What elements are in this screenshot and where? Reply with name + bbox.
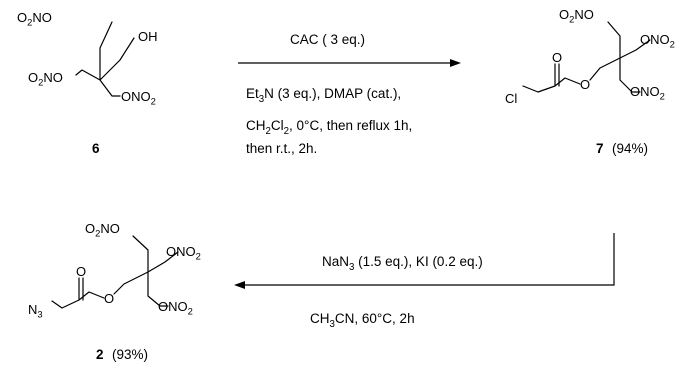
c2-right-group: ONO2 [166, 244, 201, 262]
c2-number: 2 [96, 347, 104, 362]
c2-azide: N3 [28, 302, 43, 320]
step2-reagent: NaN3 (1.5 eq.), KI (0.2 eq.) [322, 254, 483, 273]
c2-bottom-right-group: ONO2 [158, 299, 193, 317]
compound-2: O2NO ONO2 ONO2 O O N3 2 (93%) [28, 221, 201, 362]
c2-ester-oxygen: O [104, 291, 114, 306]
step2-arrow [234, 233, 615, 289]
step1-conditions-line2: CH2Cl2, 0°C, then reflux 1h, [246, 118, 412, 137]
c7-top-group: O2NO [559, 7, 594, 25]
compound-6: O2NO OH O2NO ONO2 6 [17, 10, 158, 156]
step1-conditions-line1: Et3N (3 eq.), DMAP (cat.), [246, 86, 401, 105]
c7-carbonyl-oxygen: O [552, 50, 562, 65]
c6-left-group: O2NO [28, 70, 63, 88]
step1-arrow [238, 59, 461, 67]
step1-reagent: CAC ( 3 eq.) [290, 32, 365, 47]
step2-conditions: CH3CN, 60°C, 2h [310, 311, 415, 330]
c6-right-group: ONO2 [121, 89, 156, 107]
c6-top-left-group: O2NO [17, 10, 52, 28]
compound-6-bonds [75, 21, 135, 97]
c7-right-group: ONO2 [640, 32, 675, 50]
compound-2-bonds [51, 235, 179, 309]
c2-carbonyl-oxygen: O [76, 264, 86, 279]
c7-ester-oxygen: O [580, 77, 590, 92]
c7-yield: (94%) [612, 141, 648, 156]
c6-number: 6 [92, 141, 100, 156]
c7-halide: Cl [505, 91, 517, 106]
c2-yield: (93%) [112, 347, 148, 362]
c6-top-right-group: OH [138, 29, 158, 44]
c7-number: 7 [596, 141, 604, 156]
compound-7-bonds [522, 21, 651, 93]
c2-top-group: O2NO [85, 221, 120, 239]
step1-conditions-line3: then r.t., 2h. [246, 141, 317, 156]
c7-bottom-right-group: ONO2 [630, 84, 665, 102]
compound-7: O2NO ONO2 ONO2 O O Cl 7 (94%) [505, 7, 675, 156]
